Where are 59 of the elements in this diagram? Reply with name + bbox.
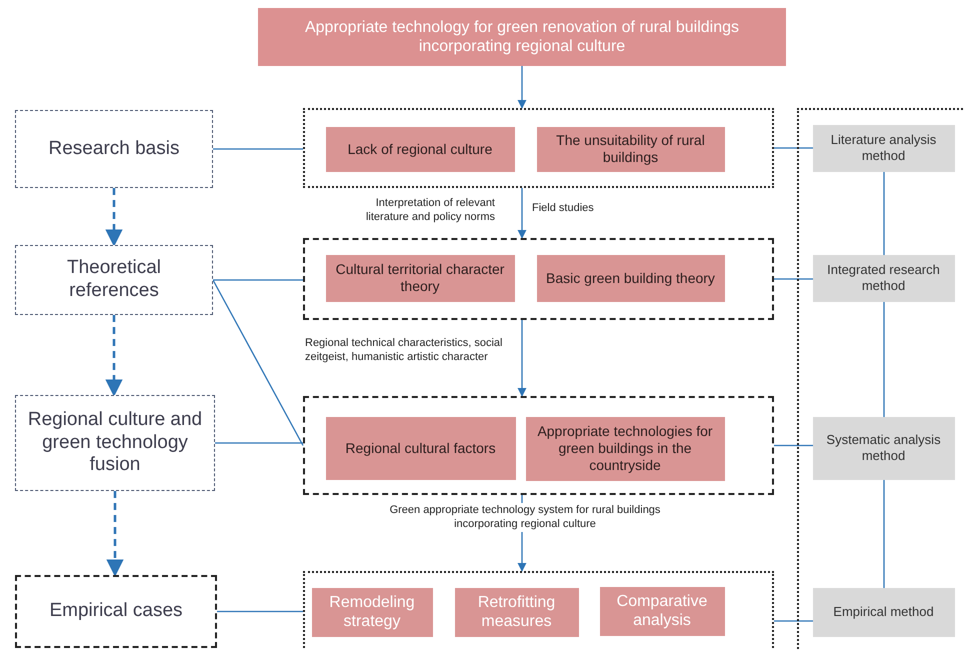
group-frame [303,108,774,188]
content-box [526,416,724,480]
title-box [258,8,786,66]
node-text: Empirical cases [49,600,183,623]
node-text: Cultural territorial character theory [334,261,506,295]
group-frame [303,571,774,650]
node-text: Remodeling strategy [328,592,416,632]
group-frame [303,238,774,320]
node-text: Lack of regional culture [348,140,492,158]
connector-line [215,442,303,444]
method-box [812,416,954,480]
node-text: Systematic analysis method [825,432,942,464]
node-text: Integrated research method [826,262,941,294]
connector-line [774,620,813,622]
arrow [517,66,527,109]
node-text: Retrofitting measures [476,592,556,632]
arrow [517,188,527,239]
method-box [812,124,954,172]
node-text: Appropriate technologies for green buildings in the countryside [536,423,714,474]
connector-line [774,278,813,280]
content-box [454,588,578,636]
content-box [312,588,432,636]
connector-line [212,280,304,446]
node-text: Regional cultural factors [345,440,496,456]
connector-line [883,480,885,588]
arrow [517,320,527,397]
node-text: Basic green building theory [546,270,715,286]
content-box [536,126,724,172]
connector-line [883,172,885,255]
node-text: Empirical method [833,604,934,620]
arrow [105,188,123,247]
content-box [600,586,724,636]
method-box [812,588,954,636]
node-text: The unsuitability of rural buildings [555,132,706,166]
node-text: Regional culture and green technology fusion [26,408,204,478]
group-frame [303,396,774,495]
connector-line [213,148,303,150]
arrow [106,491,124,577]
content-box [536,254,724,302]
content-box [326,416,516,480]
arrow [105,315,123,397]
node-text: Research basis [48,138,180,160]
content-box [326,254,514,302]
stage-box [15,395,215,491]
node-text: Literature analysis method [830,132,938,164]
connector-line [217,610,303,612]
connector-line [774,444,813,446]
connector-line [774,147,813,149]
connector-line [213,279,303,281]
node-text: Comparative analysis [616,592,708,630]
group-frame [797,108,965,650]
content-box [326,126,514,172]
connector-line [883,302,885,417]
node-text: Appropriate technology for green renovation of rural buildings incorporating regional culture [304,18,740,56]
stage-box [15,245,213,315]
method-box [812,254,954,302]
node-text: Theoretical references [66,257,162,303]
stage-box [15,110,213,188]
stage-box [15,575,217,648]
